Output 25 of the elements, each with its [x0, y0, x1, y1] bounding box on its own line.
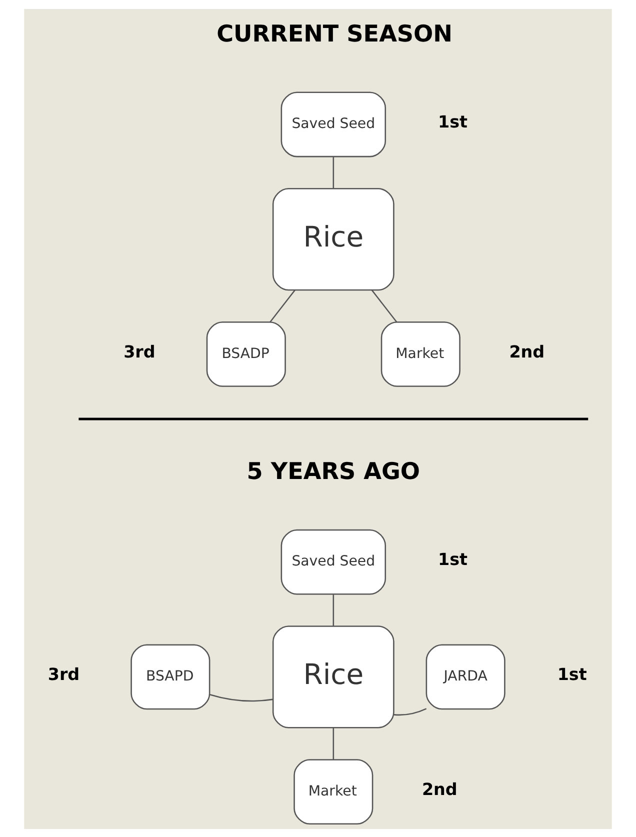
connector [270, 289, 296, 322]
node-box: Market [294, 758, 374, 824]
connector [332, 594, 334, 626]
node-box: BSAPD [130, 644, 210, 710]
connector [210, 693, 273, 702]
node-box: Saved Seed [280, 91, 386, 157]
label: 5 YEARS AGO [246, 458, 420, 485]
node-box: BSADP [206, 320, 286, 386]
connector [332, 156, 334, 188]
node-label: 1st [438, 112, 468, 132]
node-label: 3rd [48, 664, 80, 684]
node-label: 1st [438, 550, 468, 569]
node-label: 2nd [509, 342, 545, 361]
node-label: 1st [557, 664, 587, 684]
connector [394, 708, 427, 716]
node-box: JARDA [426, 644, 506, 710]
node-box: Saved Seed [280, 528, 386, 594]
node-label: 3rd [124, 342, 156, 361]
node-label: 2nd [422, 779, 458, 798]
connector [371, 289, 398, 322]
node-box: Rice [272, 625, 394, 728]
node-box: Market [380, 320, 460, 386]
label: CURRENT SEASON [216, 21, 452, 48]
connector [332, 727, 334, 760]
node-box: Rice [272, 188, 394, 290]
